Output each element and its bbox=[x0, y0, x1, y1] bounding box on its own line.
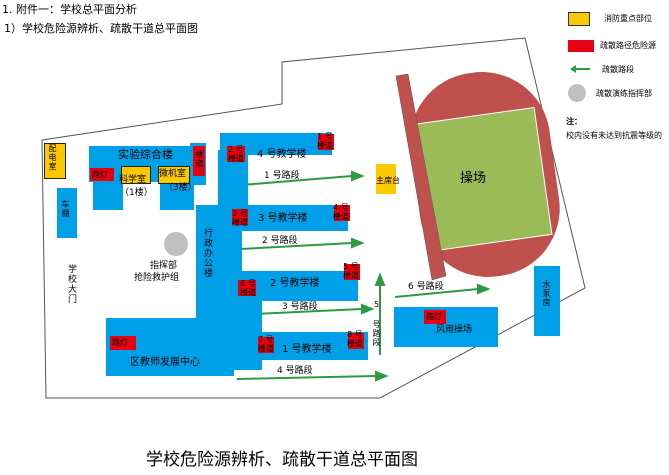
route-3-line bbox=[252, 308, 363, 315]
building-4-block bbox=[220, 133, 332, 155]
danger-stair-4 bbox=[334, 205, 350, 221]
route-2-line bbox=[239, 242, 353, 250]
danger-rain-hall bbox=[424, 310, 446, 324]
stair-label-1: 1 号楼道 bbox=[317, 132, 333, 150]
legend-command-label: 疏散演练指挥部 bbox=[596, 89, 652, 98]
route-4-line bbox=[236, 375, 377, 380]
route-label-4: 4 号路段 bbox=[277, 366, 313, 376]
danger-stair-7 bbox=[258, 337, 274, 353]
command-point bbox=[164, 232, 188, 256]
stair-label-6: 6 号楼道 bbox=[240, 279, 256, 297]
label-field: 操场 bbox=[460, 171, 487, 186]
route-2-arrow bbox=[351, 237, 365, 249]
label-building-3: 3 号教学楼 bbox=[258, 213, 308, 224]
label-building-4: 4 号教学楼 bbox=[257, 149, 307, 160]
note-title: 注： bbox=[566, 117, 582, 126]
label-water-room: 水泵房 bbox=[542, 280, 551, 307]
route-6-arrow bbox=[477, 283, 491, 295]
legend-fire-label: 消防重点部位 bbox=[604, 14, 652, 23]
power-room bbox=[44, 143, 66, 179]
flag-lab-lamp: 路灯 bbox=[92, 170, 108, 179]
route-4-arrow bbox=[375, 370, 389, 382]
route-label-3: 3 号路段 bbox=[282, 302, 318, 312]
flag-lab-shelter: 楼道 bbox=[195, 150, 204, 168]
stair-label-2: 2 号楼道 bbox=[228, 145, 244, 163]
label-building-2: 2 号教学楼 bbox=[270, 278, 320, 289]
route-3-arrow bbox=[361, 303, 375, 315]
label-rescue: 抢险救护组 bbox=[134, 273, 180, 283]
label-rain-hall: 风雨操场 bbox=[436, 325, 473, 335]
computer-room bbox=[158, 166, 190, 184]
route-1-arrow bbox=[351, 170, 365, 182]
route-6-line bbox=[394, 288, 479, 298]
header-line-1: 1. 附件一：学校总平面分析 bbox=[2, 3, 137, 16]
route-label-2: 2 号路段 bbox=[262, 236, 298, 246]
science-room bbox=[121, 166, 151, 184]
danger-stair-8 bbox=[348, 333, 364, 349]
danger-stair-2 bbox=[227, 146, 245, 162]
note-text: 校内没有未达到抗震等级的 bbox=[566, 131, 662, 140]
legend-fire-swatch bbox=[568, 12, 590, 26]
danger-stair-3 bbox=[232, 209, 248, 225]
legend-route-arrow-icon bbox=[570, 65, 590, 73]
water-room-block bbox=[534, 266, 560, 336]
legend-danger-label: 疏散路径危险源 bbox=[600, 41, 656, 50]
danger-lab bbox=[90, 168, 114, 181]
route-label-6: 6 号路段 bbox=[408, 282, 444, 292]
legend-route-label: 疏散路段 bbox=[602, 65, 634, 74]
route-5-arrow bbox=[374, 272, 386, 286]
route-label-5: 5 号路段 bbox=[372, 300, 381, 347]
map-caption: 学校危险源辨析、疏散干道总平面图 bbox=[146, 450, 418, 470]
danger-stair-5 bbox=[344, 264, 360, 280]
header-line-2: 1）学校危险源辨析、疏散干道总平面图 bbox=[4, 22, 198, 35]
stair-label-8: 8 号楼道 bbox=[347, 330, 363, 348]
label-lab: 实验综合楼 bbox=[118, 148, 173, 161]
campus-boundary bbox=[41, 37, 586, 399]
rain-hall-block bbox=[394, 307, 498, 347]
lab-wing-left bbox=[93, 180, 123, 210]
label-teacher-center: 区教师发展中心 bbox=[130, 357, 200, 368]
label-building-1: 1 号教学楼 bbox=[282, 344, 332, 355]
stair-label-4: 4 号楼道 bbox=[333, 203, 349, 221]
danger-lab-connector bbox=[193, 146, 205, 176]
flag-rain-lamp: 路灯 bbox=[426, 312, 442, 321]
label-admin: 行政办公楼 bbox=[202, 228, 212, 278]
stand-strip bbox=[395, 73, 447, 281]
label-command: 指挥部 bbox=[150, 261, 178, 271]
route-1-line bbox=[241, 175, 353, 186]
building-3-block bbox=[236, 205, 348, 231]
label-computer: 微机室 bbox=[159, 169, 187, 179]
legend-command-swatch bbox=[568, 84, 586, 102]
stair-label-3: 3 号楼道 bbox=[232, 209, 248, 227]
danger-teacher-center bbox=[110, 336, 136, 350]
label-computer-floor: （3楼） bbox=[164, 183, 197, 193]
danger-stair-1 bbox=[318, 134, 334, 150]
stair-label-5: 5 号楼道 bbox=[343, 262, 359, 280]
lab-wing-right bbox=[160, 180, 194, 210]
label-power: 配电室 bbox=[48, 144, 57, 171]
label-gate: 学校大门 bbox=[66, 264, 76, 304]
stair-label-7: 7 号楼道 bbox=[258, 335, 274, 353]
label-stage: 主席台 bbox=[376, 176, 400, 185]
label-science-floor: （1楼） bbox=[120, 188, 153, 198]
label-science: 科学室 bbox=[119, 175, 147, 185]
label-shed: 车棚 bbox=[61, 200, 70, 218]
route-label-1: 1 号路段 bbox=[264, 171, 300, 181]
legend-danger-swatch bbox=[568, 40, 594, 52]
flag-teacher-lamp: 路灯 bbox=[112, 338, 128, 347]
stage-area bbox=[376, 164, 396, 194]
danger-stair-6 bbox=[238, 280, 256, 296]
shed-building bbox=[57, 188, 77, 238]
